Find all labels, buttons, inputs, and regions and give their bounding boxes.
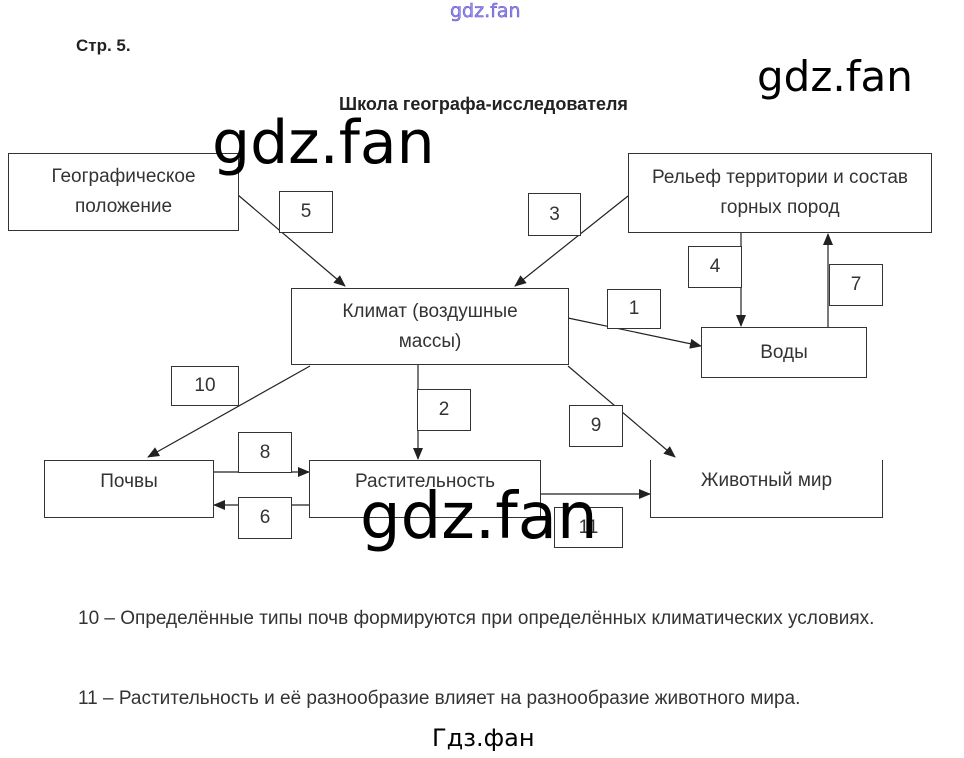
arrow-geo-climate [237,194,346,287]
label-6: 6 [238,497,292,539]
label-5: 5 [279,191,333,233]
node-relief: Рельеф территории и состав горных пород [628,153,932,233]
label-8: 8 [238,432,292,473]
label-7: 7 [829,264,883,306]
arrow-climate-water [567,317,702,349]
page-ref: Стр. 5. [76,36,131,55]
node-climate: Климат (воздушные массы) [291,288,569,365]
watermark-mid: gdz.fan [212,108,435,178]
watermark-center: gdz.fan [360,480,598,554]
watermark-right: gdz.fan [757,52,913,101]
label-2: 2 [417,389,471,431]
node-geo: Географическое положение [8,153,239,231]
watermark-top: gdz.fan [450,0,521,22]
label-4: 4 [688,246,742,288]
note-11: 11 – Растительность и её разнообразие вл… [78,688,801,709]
label-9: 9 [569,405,623,447]
diagram-title: Школа географа-исследователя [339,94,628,114]
arrow-relief-climate [514,195,629,287]
watermark-footer: Гдз.фан [432,724,535,752]
node-vegetation: Растительность [309,460,541,518]
label-10: 10 [171,366,239,406]
node-soil: Почвы [44,460,214,518]
label-11: 11 [554,507,623,548]
label-3: 3 [528,193,581,236]
note-10: 10 – Определённые типы почв формируются … [78,608,875,629]
arrow-climate-soil [147,365,311,458]
node-water: Воды [701,327,867,378]
node-animals: Животный мир [650,460,883,518]
label-1: 1 [607,289,661,329]
